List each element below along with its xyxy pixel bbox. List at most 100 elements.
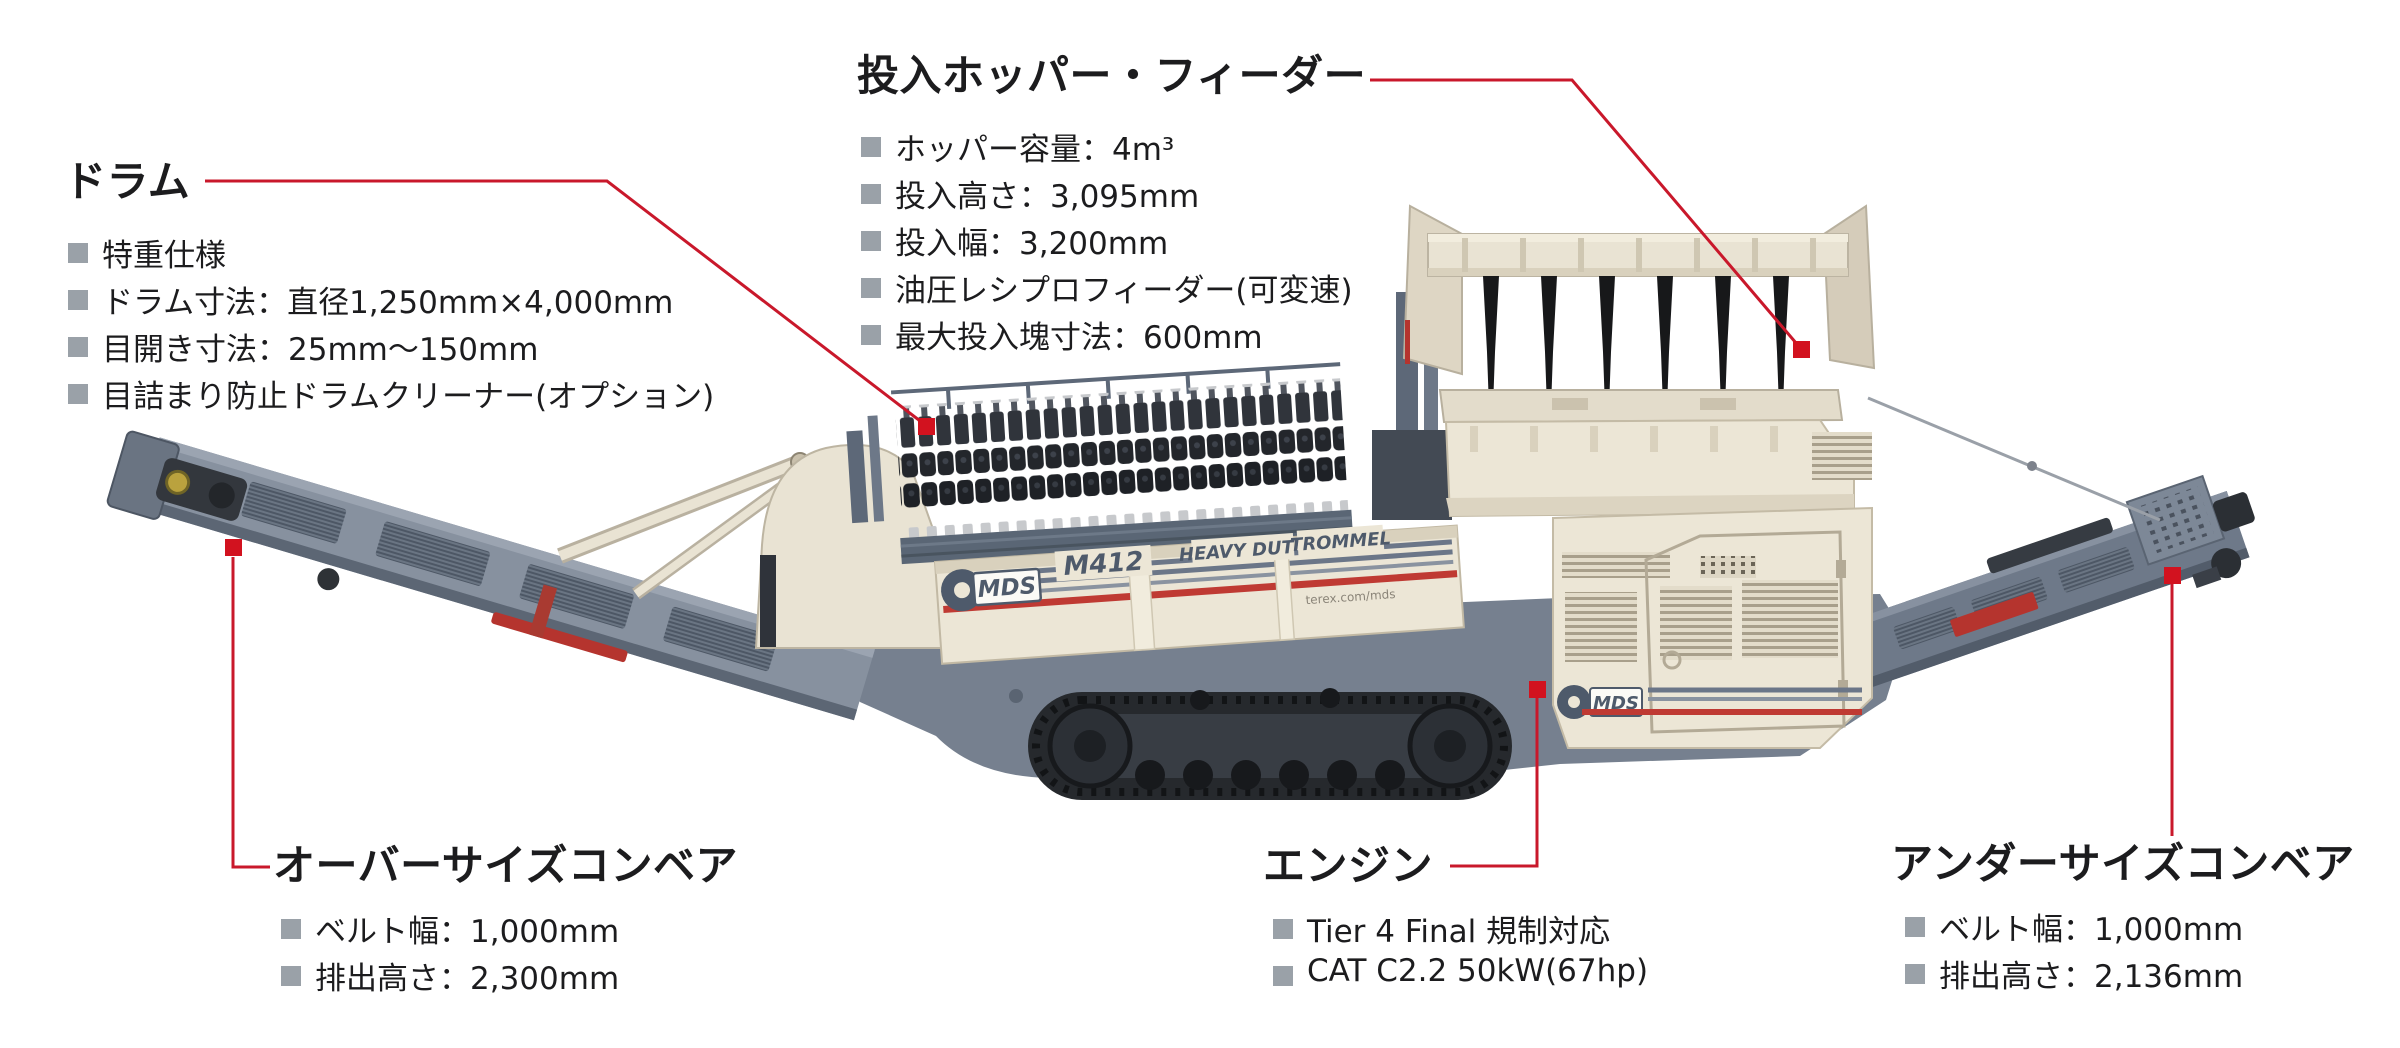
flail-curtain — [894, 378, 1349, 538]
leader-engine — [1450, 698, 1539, 868]
louver-panel — [1565, 592, 1637, 662]
chassis-bolt — [1009, 689, 1023, 703]
spec-item: ドラム寸法：直径1,250mm×4,000mm — [68, 277, 714, 324]
spec-item: 目開き寸法：25mm～150mm — [68, 324, 714, 371]
spec-item: 目詰まり防止ドラムクリーナー(オプション) — [68, 371, 714, 418]
leader-marker — [1793, 341, 1810, 358]
leader-marker — [2164, 567, 2181, 584]
hopper-left-wing — [1402, 204, 1463, 376]
track-roller — [1135, 760, 1165, 790]
door-handle — [1662, 650, 1682, 670]
engine-door — [1644, 530, 1846, 734]
bullet-square-icon — [861, 137, 881, 157]
mds-logo-text: MDS — [1593, 693, 1639, 714]
oversize-conveyor-arm — [106, 430, 875, 721]
conveyor-vent — [663, 606, 778, 672]
engine-label-block: エンジン Tier 4 Final 規制対応 CAT C2.2 50kW(67h… — [1263, 842, 1648, 1000]
conveyor-vent — [2058, 547, 2135, 593]
drum-title: ドラム — [64, 157, 191, 206]
conveyor-pulley — [2211, 548, 2242, 579]
spec-item: 特重仕様 — [68, 230, 714, 277]
oversize-label-block: オーバーサイズコンベア ベルト幅：1,000mm 排出高さ：2,300mm — [273, 842, 738, 1000]
support-cable — [1867, 396, 2161, 522]
spec-item: ホッパー容量：4m³ — [861, 124, 1366, 171]
bullet-square-icon — [281, 919, 301, 939]
bullet-square-icon — [281, 966, 301, 986]
bullet-square-icon — [861, 325, 881, 345]
spec-item: 排出高さ：2,300mm — [281, 953, 738, 1000]
leader-drum — [205, 179, 929, 429]
track-roller — [1183, 760, 1213, 790]
hopper-tine — [1773, 276, 1789, 394]
drum-label-block: ドラム 特重仕様 ドラム寸法：直径1,250mm×4,000mm 目開き寸法：2… — [64, 158, 714, 418]
leader-marker — [1529, 681, 1546, 698]
drum-flails — [846, 362, 1353, 565]
louver-panel — [1812, 432, 1872, 480]
leader-hopper — [1370, 78, 1804, 351]
bullet-square-icon — [1273, 919, 1293, 939]
bullet-square-icon — [1905, 964, 1925, 984]
bullet-square-icon — [68, 290, 88, 310]
hopper-title: 投入ホッパー・フィーダー — [857, 51, 1367, 100]
belt-section — [1986, 517, 2113, 574]
undersize-conveyor-arm — [1844, 474, 2255, 689]
undersize-spec-list: ベルト幅：1,000mm 排出高さ：2,136mm — [1891, 904, 2355, 998]
spec-item: 油圧レシプロフィーダー(可変速) — [861, 265, 1366, 312]
bullet-square-icon — [68, 337, 88, 357]
conveyor-vent — [1893, 607, 1961, 650]
vent-grid — [1700, 556, 1756, 578]
undersize-title: アンダーサイズコンベア — [1891, 839, 2355, 888]
hopper-bottom-rail — [1438, 389, 1844, 424]
website-text: terex.com/mds — [1305, 587, 1396, 607]
bullet-square-icon — [68, 384, 88, 404]
engine-house: MDS — [1552, 432, 1873, 749]
leader-oversize — [231, 557, 270, 869]
cable-turnbuckle — [2027, 461, 2037, 471]
hopper-tine — [1715, 276, 1731, 394]
engine-spec-list: Tier 4 Final 規制対応 CAT C2.2 50kW(67hp) — [1263, 906, 1648, 1000]
conveyor-hub — [165, 469, 191, 495]
undersize-label-block: アンダーサイズコンベア ベルト幅：1,000mm 排出高さ：2,136mm — [1891, 840, 2355, 998]
belt-tensioner-red — [491, 612, 628, 663]
bullet-square-icon — [68, 243, 88, 263]
conveyor-vent — [375, 521, 490, 586]
leader-lines — [205, 78, 2181, 869]
conveyor-red-stripe — [1950, 592, 2039, 637]
spec-item: 最大投入塊寸法：600mm — [861, 312, 1366, 359]
conveyor-drive-motor — [2212, 492, 2255, 532]
spec-item: CAT C2.2 50kW(67hp) — [1273, 953, 1648, 1000]
spec-item: Tier 4 Final 規制対応 — [1273, 906, 1648, 953]
bullet-square-icon — [861, 231, 881, 251]
spec-item: 投入幅：3,200mm — [861, 218, 1366, 265]
conveyor-roller — [317, 568, 340, 591]
hopper-tine — [1483, 276, 1499, 394]
spec-item: 排出高さ：2,136mm — [1905, 951, 2355, 998]
conveyor-vent — [241, 481, 347, 544]
track-roller — [1279, 760, 1309, 790]
oversize-spec-list: ベルト幅：1,000mm 排出高さ：2,300mm — [273, 906, 738, 1000]
model-text: M412 — [1063, 546, 1145, 582]
drum-spec-list: 特重仕様 ドラム寸法：直径1,250mm×4,000mm 目開き寸法：25mm～… — [64, 230, 714, 418]
louver-panel — [1742, 580, 1838, 658]
oversize-title: オーバーサイズコンベア — [273, 841, 738, 890]
bullet-square-icon — [1905, 917, 1925, 937]
hopper-tine — [1657, 276, 1673, 394]
bullet-square-icon — [861, 278, 881, 298]
hopper-tine — [1541, 276, 1557, 394]
leader-marker — [918, 418, 935, 435]
conveyor-vent — [519, 564, 634, 629]
track-roller — [1231, 760, 1261, 790]
engine-title: エンジン — [1263, 841, 1434, 890]
crawler-track — [1028, 688, 1512, 800]
leader-marker — [225, 539, 242, 556]
track-roller — [1327, 760, 1357, 790]
spec-item: ベルト幅：1,000mm — [281, 906, 738, 953]
hopper-tine — [1599, 276, 1615, 394]
bullet-square-icon — [861, 184, 881, 204]
hopper — [1402, 204, 1876, 518]
hopper-label-block: 投入ホッパー・フィーダー ホッパー容量：4m³ 投入高さ：3,095mm 投入幅… — [857, 52, 1366, 359]
hopper-right-wing — [1822, 204, 1876, 370]
spec-item: ベルト幅：1,000mm — [1905, 904, 2355, 951]
